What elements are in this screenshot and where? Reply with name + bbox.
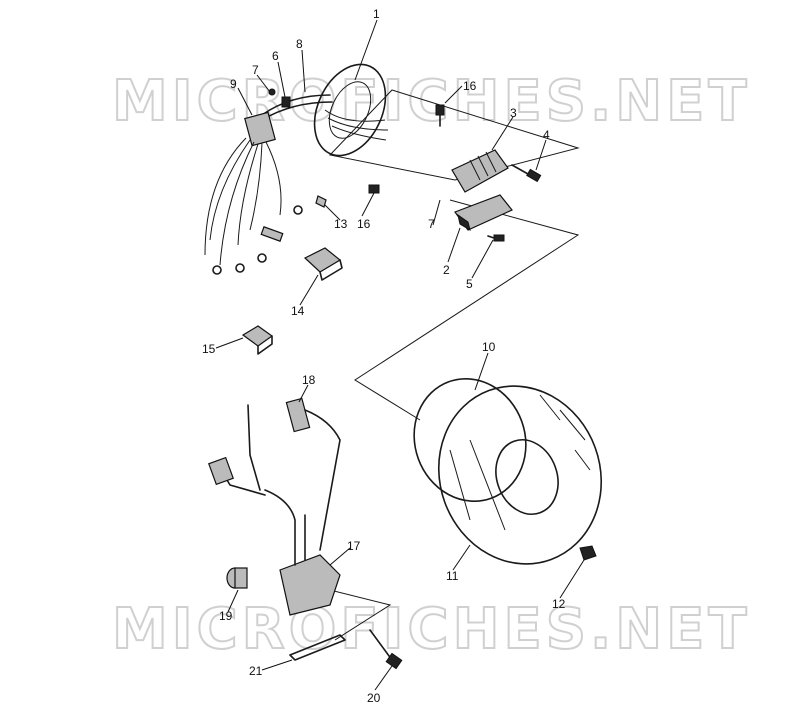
- pulser-coil: [454, 194, 513, 232]
- wire-clamp: [281, 96, 291, 108]
- watermark-top: MICROFICHES.NET: [112, 69, 751, 134]
- charging-coil: [451, 149, 509, 193]
- callout-7-lower: 7: [428, 217, 435, 231]
- callout-20: 20: [367, 691, 381, 705]
- callout-10: 10: [482, 340, 496, 354]
- terminal: [315, 195, 327, 208]
- pulser-screw: [487, 234, 505, 242]
- callout-7-upper: 7: [252, 63, 259, 77]
- clamp-screw: [268, 88, 276, 96]
- bolt-upper: [435, 104, 445, 127]
- callout-3: 3: [510, 106, 517, 120]
- ground-plate: [289, 634, 346, 661]
- callout-2: 2: [443, 263, 450, 277]
- coil-bolt: [369, 629, 403, 670]
- callout-leaders: [215, 19, 585, 691]
- callout-12: 12: [552, 597, 566, 611]
- coil-screw: [511, 164, 542, 183]
- callout-13: 13: [334, 217, 348, 231]
- callout-6: 6: [272, 49, 279, 63]
- assembly-guide-lines: [309, 89, 580, 641]
- cap-19: [226, 567, 248, 589]
- callout-21: 21: [249, 664, 263, 678]
- callout-19: 19: [219, 609, 233, 623]
- connector-14: [303, 247, 343, 281]
- callout-11: 11: [446, 569, 459, 583]
- callout-18: 18: [302, 373, 316, 387]
- callout-15: 15: [202, 342, 216, 356]
- spark-plug-cap: [285, 397, 341, 551]
- callout-17: 17: [347, 539, 361, 553]
- stator-plate: [313, 63, 389, 157]
- callout-8: 8: [296, 37, 303, 51]
- flywheel-nut: [579, 545, 597, 561]
- bolt-lower: [368, 184, 380, 194]
- callout-4: 4: [543, 128, 550, 142]
- callout-5: 5: [466, 277, 473, 291]
- callout-labels: 1 8 6 7 9 16 3 4 13 16 7 2 5 14 15 10 18…: [202, 7, 566, 705]
- callout-9: 9: [230, 77, 237, 91]
- callout-1: 1: [373, 7, 380, 21]
- callout-16-lower: 16: [357, 217, 371, 231]
- connector-15: [241, 325, 274, 355]
- callout-16-upper: 16: [463, 79, 477, 93]
- callout-14: 14: [291, 304, 305, 318]
- flywheel-rotor: [413, 377, 603, 565]
- lead-wire-harness: [204, 111, 303, 275]
- watermark-bottom: MICROFICHES.NET: [112, 597, 751, 662]
- ignition-coil: [208, 404, 341, 616]
